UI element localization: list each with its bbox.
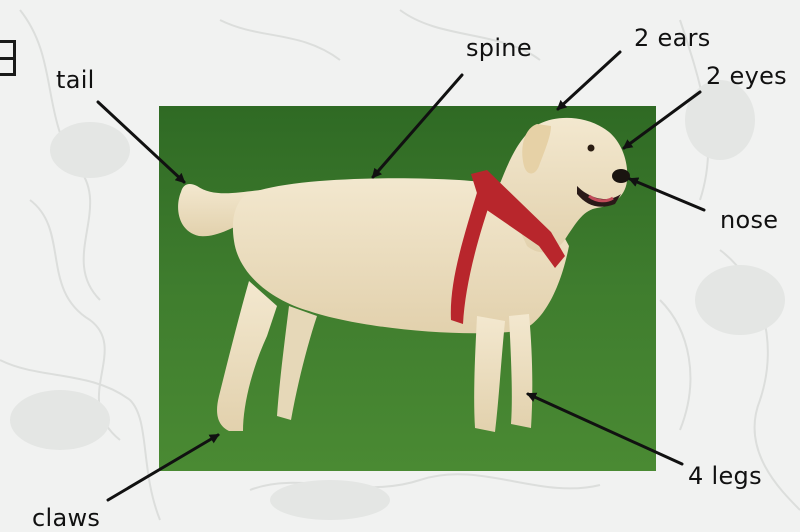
label-tail: tail [56, 66, 95, 94]
arrow-claws [108, 435, 218, 500]
arrow-legs [528, 394, 682, 464]
label-legs: 4 legs [688, 462, 762, 490]
arrow-tail [98, 102, 184, 182]
label-eyes: 2 eyes [706, 62, 787, 90]
label-spine: spine [466, 34, 532, 62]
label-ears: 2 ears [634, 24, 711, 52]
label-nose: nose [720, 206, 778, 234]
arrow-spine [373, 75, 462, 177]
arrow-ears [558, 52, 620, 109]
arrow-eyes [624, 92, 700, 148]
arrow-nose [630, 179, 704, 210]
label-claws: claws [32, 504, 100, 532]
